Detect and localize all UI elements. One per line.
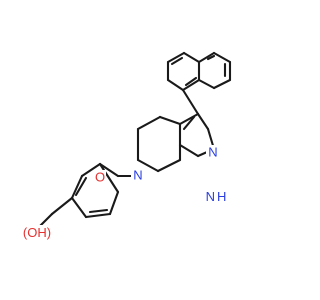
naph-double-4 — [206, 54, 216, 61]
naph-bond-11 — [197, 51, 216, 64]
ring-bond-2 — [136, 115, 162, 131]
naph-double-2 — [170, 56, 184, 66]
ring-bond-4 — [136, 158, 160, 173]
furan-bond-4 — [84, 212, 112, 219]
ring-n-label: N — [133, 167, 142, 182]
naphthalene-group — [166, 51, 232, 92]
naph-bond-8 — [212, 78, 232, 90]
naph-double-1 — [184, 76, 198, 87]
core-bond-3 — [178, 143, 200, 158]
furan-bond-5 — [108, 190, 120, 216]
hydroxyl-label: (OH) — [23, 225, 51, 240]
naph-bond-10 — [212, 51, 232, 64]
naph-bond-6 — [166, 78, 185, 92]
pyrazole-n-label: N — [208, 144, 217, 159]
naph-bond-1 — [181, 78, 201, 92]
hydroxyl-label-bg — [22, 225, 52, 241]
ring-bond-1 — [158, 115, 182, 126]
hydroxymethyl-bond-1 — [50, 196, 74, 216]
furan-double-2 — [74, 176, 88, 197]
furan-bond-2 — [70, 174, 84, 200]
furan-bond-3 — [70, 196, 88, 219]
furan-substituent — [32, 162, 140, 234]
furan-bond-1 — [80, 162, 102, 178]
naph-bond-4 — [166, 51, 186, 64]
bicyclic-core — [136, 112, 216, 173]
furan-link — [98, 162, 120, 178]
core-bond-6 — [196, 112, 210, 131]
core-bond-1 — [178, 112, 200, 126]
furan-oxygen-label-bg — [94, 170, 106, 186]
aryl-pyrazole-bond — [181, 88, 200, 116]
core-double-1 — [182, 115, 196, 131]
naph-bond-7 — [197, 78, 216, 90]
ring-bond-5 — [156, 158, 182, 173]
pyrazole-nh-label-bg — [210, 190, 238, 206]
furan-bond-6 — [98, 162, 120, 194]
furan-double-1 — [88, 208, 109, 214]
naph-bond-3 — [182, 51, 201, 64]
ring-n-label-bg — [131, 168, 145, 184]
furan-oxygen-label: O — [95, 169, 105, 184]
pyrazole-n-label-bg — [206, 145, 220, 161]
